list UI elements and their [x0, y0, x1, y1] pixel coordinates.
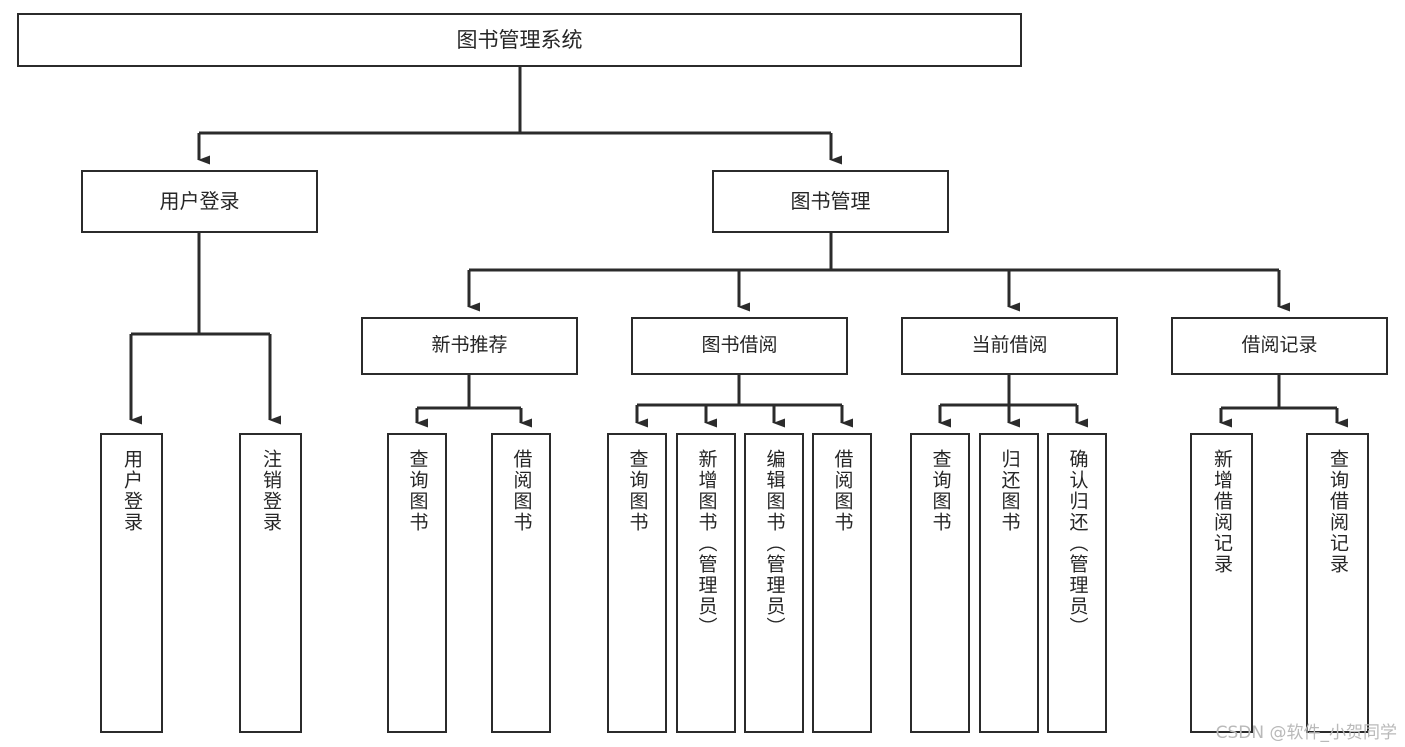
node-label: 查询图书	[406, 449, 429, 533]
leaf-borrow-book[interactable]: 借阅图书	[812, 433, 872, 733]
node-label: 借阅记录	[1241, 334, 1318, 357]
node-label: 图书管理	[790, 189, 871, 213]
node-book-management[interactable]: 图书管理	[712, 170, 949, 233]
leaf-borrow-book-recommend[interactable]: 借阅图书	[491, 433, 551, 733]
node-label: 图书管理系统	[456, 27, 583, 52]
node-label: 新增借阅记录	[1211, 449, 1233, 575]
node-label: 编辑图书（管理员）	[763, 449, 786, 638]
csdn-watermark: CSDN @软件_小贺同学	[1215, 723, 1397, 743]
node-label: 查询借阅记录	[1327, 449, 1349, 575]
node-label: 用户登录	[121, 449, 143, 533]
node-root-book-management-system[interactable]: 图书管理系统	[17, 13, 1022, 67]
node-label: 注销登录	[260, 449, 282, 533]
leaf-query-book-current[interactable]: 查询图书	[910, 433, 970, 733]
node-user-login[interactable]: 用户登录	[81, 170, 318, 233]
node-borrowing-record[interactable]: 借阅记录	[1171, 317, 1388, 375]
node-label: 查询图书	[929, 449, 952, 533]
node-label: 新增图书（管理员）	[695, 449, 718, 638]
node-book-borrowing[interactable]: 图书借阅	[631, 317, 848, 375]
node-label: 用户登录	[159, 189, 240, 213]
leaf-query-book[interactable]: 查询图书	[607, 433, 667, 733]
leaf-add-borrow-record[interactable]: 新增借阅记录	[1190, 433, 1253, 733]
leaf-return-book[interactable]: 归还图书	[979, 433, 1039, 733]
node-label: 借阅图书	[831, 449, 854, 533]
leaf-query-book-recommend[interactable]: 查询图书	[387, 433, 447, 733]
leaf-user-logout[interactable]: 注销登录	[239, 433, 302, 733]
leaf-query-borrow-record[interactable]: 查询借阅记录	[1306, 433, 1369, 733]
node-label: 确认归还（管理员）	[1066, 449, 1089, 638]
node-label: 图书借阅	[701, 334, 778, 357]
leaf-confirm-return-admin[interactable]: 确认归还（管理员）	[1047, 433, 1107, 733]
node-label: 归还图书	[998, 449, 1021, 533]
leaf-user-login[interactable]: 用户登录	[100, 433, 163, 733]
node-current-borrowing[interactable]: 当前借阅	[901, 317, 1118, 375]
node-label: 新书推荐	[431, 334, 508, 357]
leaf-add-book-admin[interactable]: 新增图书（管理员）	[676, 433, 736, 733]
node-label: 查询图书	[626, 449, 649, 533]
node-label: 借阅图书	[510, 449, 533, 533]
leaf-edit-book-admin[interactable]: 编辑图书（管理员）	[744, 433, 804, 733]
node-label: 当前借阅	[971, 334, 1048, 357]
node-new-book-recommendation[interactable]: 新书推荐	[361, 317, 578, 375]
